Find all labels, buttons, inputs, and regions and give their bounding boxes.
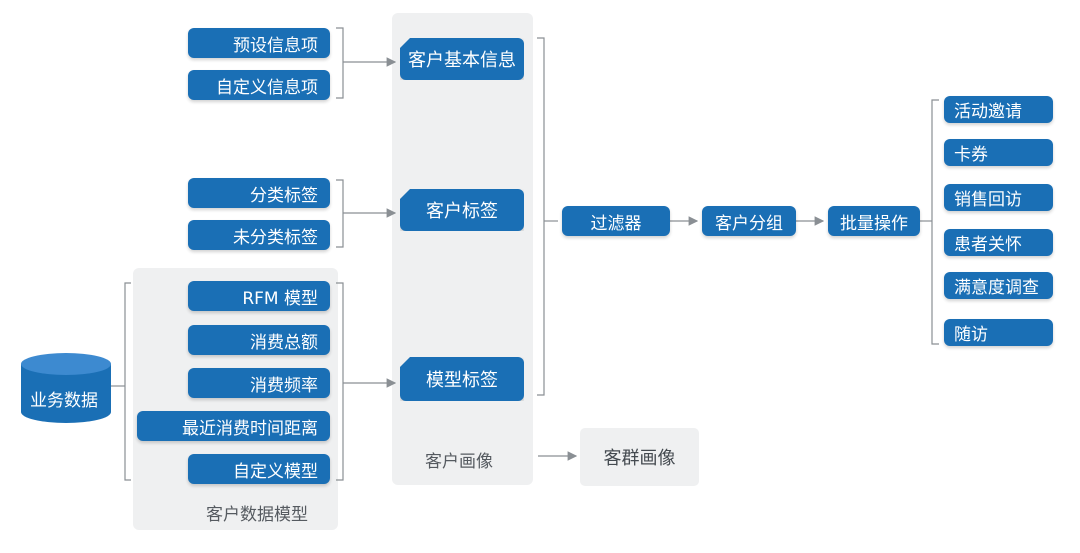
custom-model-item[interactable]: 自定义模型 (188, 454, 330, 484)
customer-profile-label: 客户画像 (425, 452, 493, 472)
customer-data-model-panel (133, 268, 338, 530)
customer-grouping-box[interactable]: 客户分组 (702, 206, 796, 236)
custom-info-item[interactable]: 自定义信息项 (188, 70, 330, 100)
spend-frequency-item[interactable]: 消费频率 (188, 368, 330, 398)
action-patient-care[interactable]: 患者关怀 (944, 229, 1053, 256)
action-satisfaction-survey[interactable]: 满意度调查 (944, 272, 1053, 299)
customer-tag[interactable]: 客户标签 (400, 189, 524, 231)
filter-box[interactable]: 过滤器 (562, 206, 670, 236)
classified-tag-item[interactable]: 分类标签 (188, 178, 330, 208)
group-profile-box[interactable]: 客群画像 (580, 428, 699, 486)
business-data-label: 业务数据 (30, 391, 98, 411)
recency-item[interactable]: 最近消费时间距离 (137, 411, 330, 441)
preset-info-item[interactable]: 预设信息项 (188, 28, 330, 58)
action-followup-visit[interactable]: 随访 (944, 319, 1053, 346)
batch-operation-box[interactable]: 批量操作 (828, 206, 920, 236)
action-sales-followup[interactable]: 销售回访 (944, 184, 1053, 211)
model-tag[interactable]: 模型标签 (400, 357, 524, 401)
action-coupon[interactable]: 卡券 (944, 139, 1053, 166)
total-spend-item[interactable]: 消费总额 (188, 325, 330, 355)
customer-data-model-label: 客户数据模型 (206, 505, 308, 525)
action-event-invitation[interactable]: 活动邀请 (944, 96, 1053, 123)
customer-profile-panel (392, 13, 533, 485)
unclassified-tag-item[interactable]: 未分类标签 (188, 220, 330, 250)
rfm-model-item[interactable]: RFM 模型 (188, 281, 330, 311)
database-icon (21, 353, 111, 423)
customer-basic-info-tag[interactable]: 客户基本信息 (400, 38, 524, 80)
